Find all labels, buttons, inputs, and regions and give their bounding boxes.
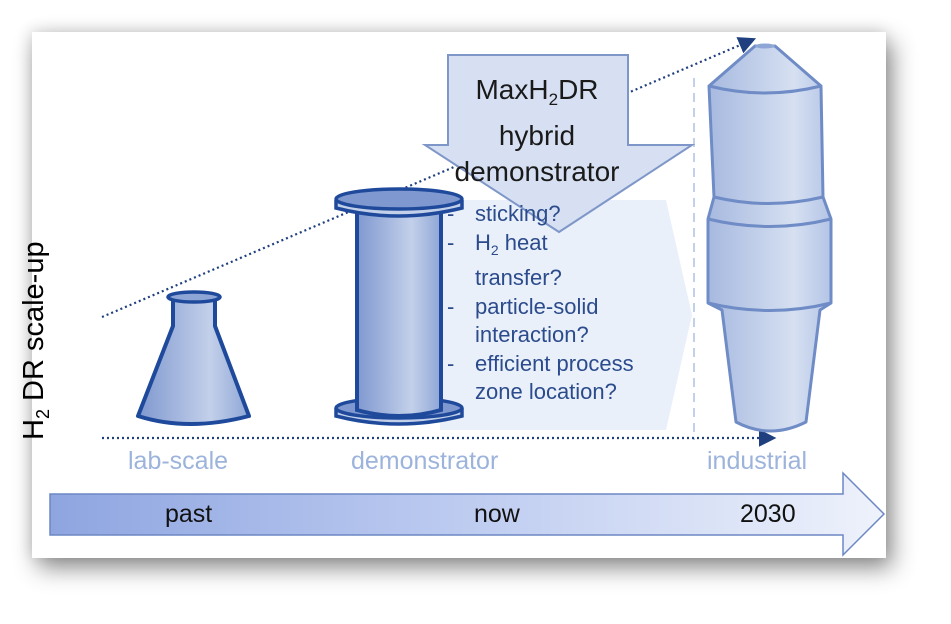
questions-panel xyxy=(440,200,692,430)
stage-label-demonstrator: demonstrator xyxy=(351,447,499,475)
stage-label-lab-scale: lab-scale xyxy=(128,447,229,475)
callout-arrow xyxy=(421,54,696,234)
question-item: -sticking? xyxy=(447,201,561,226)
timeline-label-now: now xyxy=(474,500,520,528)
y-axis-label: H2 DR scale-up xyxy=(18,241,53,440)
shaft-furnace-icon xyxy=(706,43,833,433)
column-reactor-icon xyxy=(334,187,464,426)
timeline-arrow[interactable] xyxy=(49,471,886,557)
callout-title: MaxH2DR hybrid demonstrator xyxy=(454,74,620,187)
stage-label-industrial: industrial xyxy=(707,447,808,475)
flask-icon xyxy=(136,290,251,426)
timeline-label-past: past xyxy=(165,500,213,528)
timeline-label-2030: 2030 xyxy=(740,500,796,528)
